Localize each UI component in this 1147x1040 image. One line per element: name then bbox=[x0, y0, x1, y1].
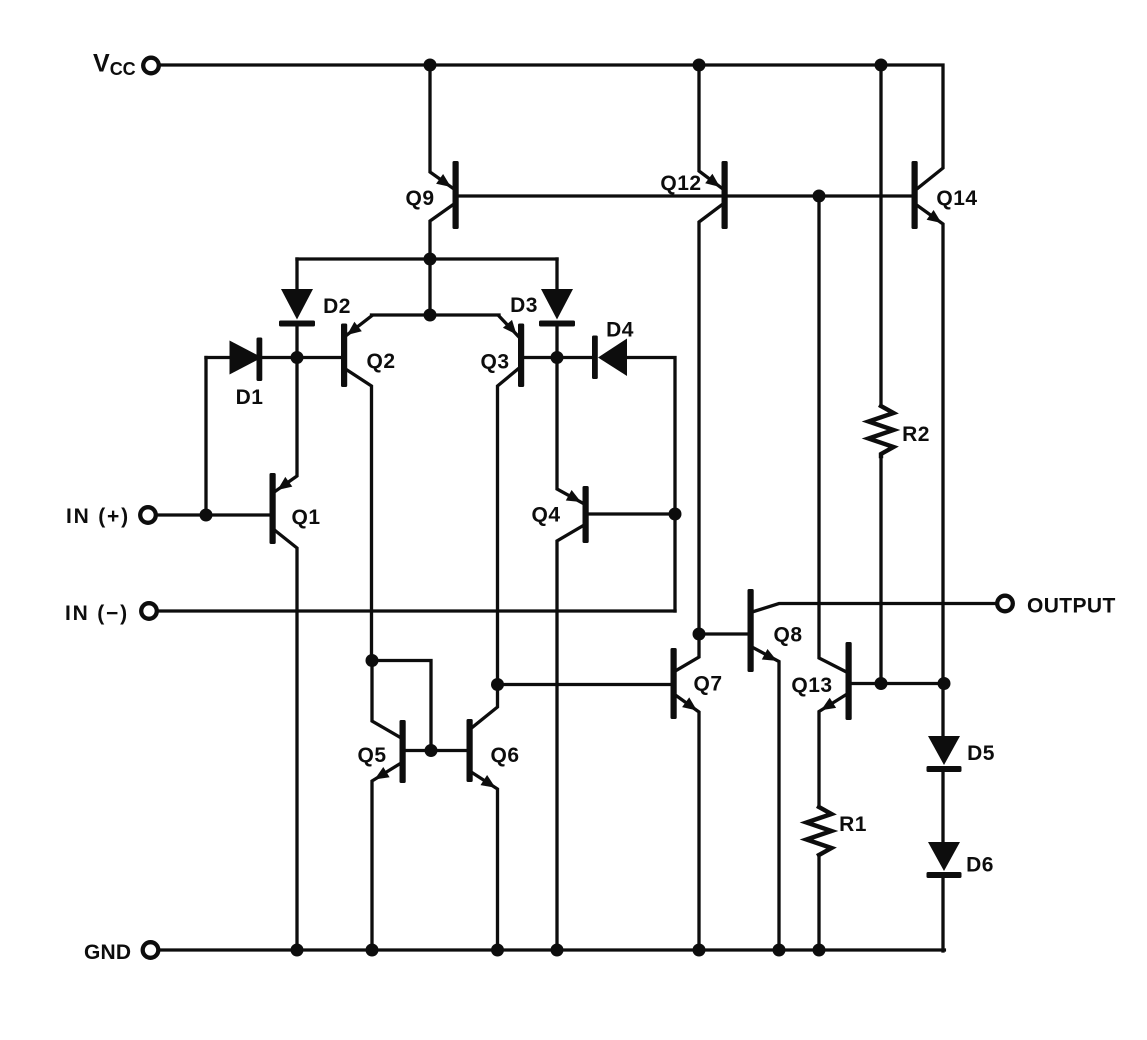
svg-text:D3: D3 bbox=[510, 294, 538, 317]
svg-text:Q13: Q13 bbox=[791, 674, 832, 697]
svg-text:Q2: Q2 bbox=[366, 350, 395, 373]
svg-text:R1: R1 bbox=[839, 813, 867, 836]
svg-text:IN (+): IN (+) bbox=[66, 505, 130, 528]
svg-text:Q5: Q5 bbox=[357, 744, 386, 767]
svg-text:OUTPUT: OUTPUT bbox=[1027, 595, 1116, 618]
svg-text:Q7: Q7 bbox=[693, 673, 722, 696]
svg-text:D5: D5 bbox=[967, 742, 995, 765]
svg-text:D4: D4 bbox=[606, 319, 634, 342]
svg-text:Q6: Q6 bbox=[490, 744, 519, 767]
svg-text:IN (−): IN (−) bbox=[65, 602, 129, 625]
svg-text:Q12: Q12 bbox=[660, 172, 701, 195]
svg-text:Q14: Q14 bbox=[936, 187, 977, 210]
svg-text:R2: R2 bbox=[902, 423, 930, 446]
svg-text:D6: D6 bbox=[966, 854, 994, 877]
svg-text:D1: D1 bbox=[236, 386, 264, 409]
svg-text:Q4: Q4 bbox=[531, 504, 560, 527]
svg-text:Q3: Q3 bbox=[480, 351, 509, 374]
svg-text:GND: GND bbox=[84, 941, 131, 964]
svg-text:Q8: Q8 bbox=[773, 624, 802, 647]
svg-text:D2: D2 bbox=[323, 295, 351, 318]
svg-text:Q9: Q9 bbox=[405, 187, 434, 210]
svg-text:Q1: Q1 bbox=[291, 506, 320, 529]
